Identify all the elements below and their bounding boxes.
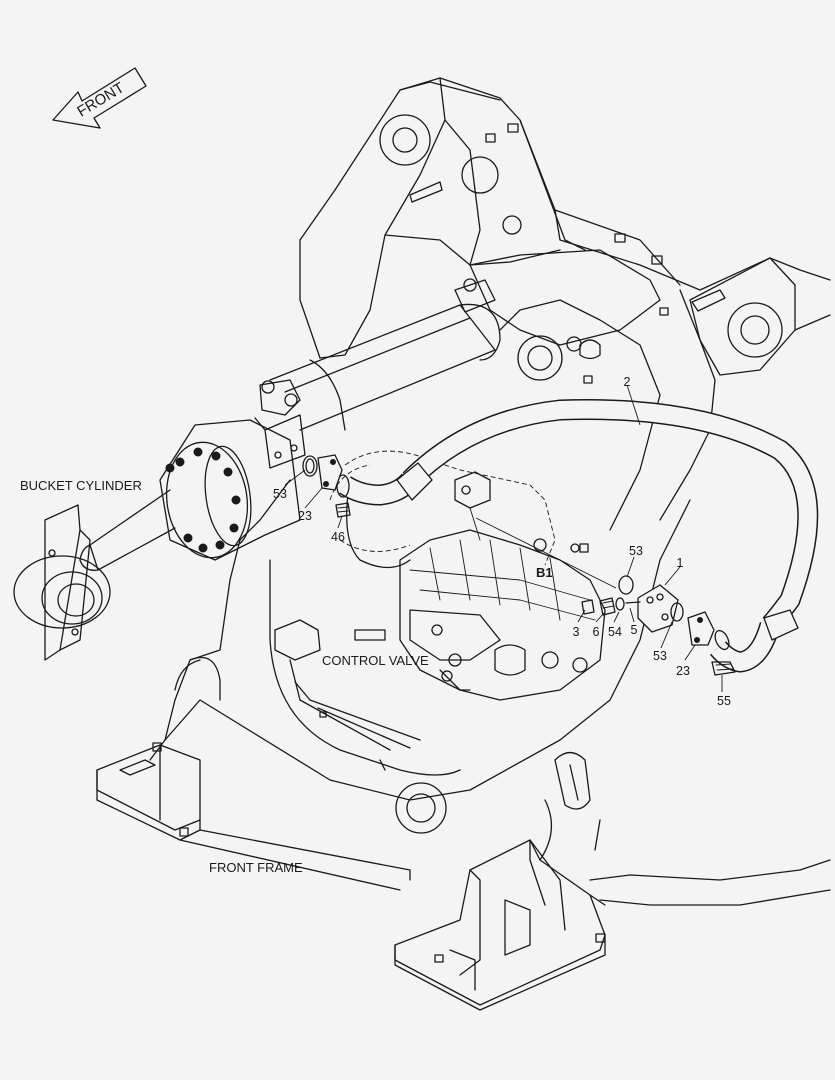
bucket-cylinder-label: BUCKET CYLINDER	[20, 478, 142, 493]
part-number-5: 5	[631, 623, 638, 637]
part-number-55: 55	[717, 694, 731, 708]
part-number-53-left: 53	[273, 487, 287, 501]
front-arrow-icon: FRONT	[52, 67, 147, 129]
leader-lines	[284, 384, 723, 692]
section-ref-b1: B1	[536, 565, 553, 580]
part-number-23-right: 23	[676, 664, 690, 678]
fittings-right	[581, 575, 736, 676]
hose-2	[336, 399, 819, 673]
part-number-53-top: 53	[629, 544, 643, 558]
part-number-1: 1	[677, 556, 684, 570]
part-number-6: 6	[593, 625, 600, 639]
labels: BUCKET CYLINDER CONTROL VALVE FRONT FRAM…	[20, 375, 731, 875]
part-number-3: 3	[573, 625, 580, 639]
part-number-23-left: 23	[298, 509, 312, 523]
control-valve	[329, 450, 606, 701]
front-frame	[96, 359, 831, 1011]
bucket-cylinder	[13, 419, 301, 661]
part-number-54: 54	[608, 625, 622, 639]
boom-cylinder	[254, 278, 501, 469]
part-number-2: 2	[624, 375, 631, 389]
upper-frame	[299, 77, 831, 531]
part-number-46: 46	[331, 530, 345, 544]
fittings-left	[302, 454, 351, 518]
control-valve-label: CONTROL VALVE	[322, 653, 429, 668]
part-number-53-right: 53	[653, 649, 667, 663]
front-frame-label: FRONT FRAME	[209, 860, 303, 875]
